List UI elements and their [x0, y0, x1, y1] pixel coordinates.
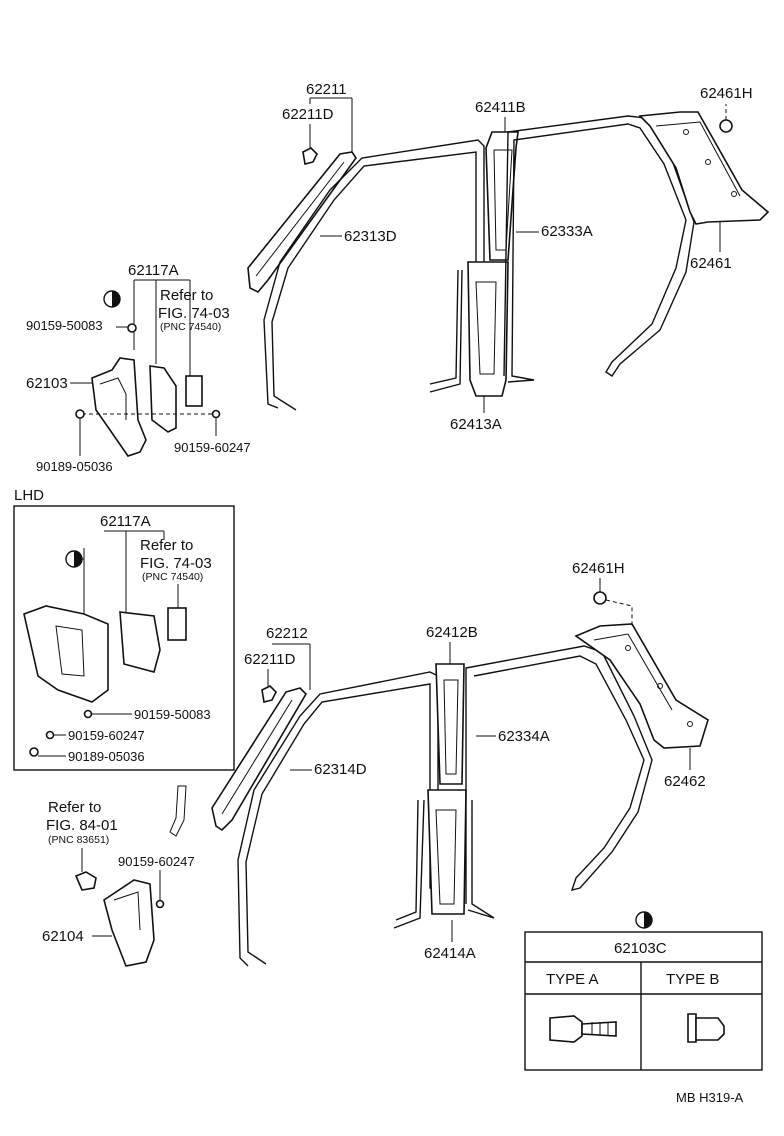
cowl-trim-lhd — [23, 605, 109, 703]
callout-62211D-top: 62211D — [282, 106, 334, 150]
svg-text:FIG. 84-01: FIG. 84-01 — [46, 817, 118, 834]
pad-74540 — [185, 375, 203, 407]
cowl-trim-62103 — [91, 357, 147, 457]
callout-62211: 62211 — [306, 81, 353, 152]
screw-90159-60247-lhd — [45, 730, 55, 740]
part-label-62212: 62212 — [266, 625, 308, 642]
clip-type-b — [687, 1013, 725, 1043]
type-table-title: 62103C — [614, 940, 667, 957]
clip-83651 — [74, 871, 97, 891]
lhd-box — [13, 505, 235, 771]
clip-90189-05036-top — [75, 409, 85, 419]
arrow-shape — [169, 785, 187, 837]
clip-62211D — [302, 147, 318, 165]
a-pillar-garnish-62211 — [247, 151, 357, 293]
pad-74540-lhd — [167, 607, 187, 641]
part-label-62103: 62103 — [26, 375, 68, 392]
part-label-62211: 62211 — [306, 81, 347, 98]
refer-to-fig-84-01: Refer to FIG. 84-01 (PNC 83651) — [46, 799, 118, 846]
svg-text:FIG. 74-03: FIG. 74-03 — [140, 555, 212, 572]
half-circle-symbol-62103C — [635, 911, 653, 929]
part-label-62414A: 62414A — [424, 945, 476, 962]
screw-90159-50083 — [127, 323, 137, 333]
svg-text:(PNC 83651): (PNC 83651) — [48, 834, 109, 846]
refer-to-fig-74-03-top: Refer to FIG. 74-03 (PNC 74540) — [158, 287, 230, 333]
rear-weatherstrip-62334A — [465, 645, 653, 904]
part-label-62211D: 62211D — [282, 106, 334, 123]
part-label-62117A: 62117A — [128, 262, 179, 279]
screw-90159-60247-top — [211, 409, 221, 419]
front-weatherstrip-62313D — [263, 139, 485, 411]
part-label-62413A: 62413A — [450, 416, 502, 433]
inner-panel-lhd — [119, 611, 161, 673]
part-label-90159-50083-lhd: 90159-50083 — [134, 707, 211, 722]
svg-text:Refer to: Refer to — [140, 537, 193, 554]
part-label-62462: 62462 — [664, 773, 706, 790]
part-label-62314D: 62314D — [314, 761, 367, 778]
part-label-90159-60247-lhd: 90159-60247 — [68, 728, 145, 743]
part-label-90159-60247: 90159-60247 — [174, 440, 251, 455]
part-label-62117A-lhd: 62117A — [100, 513, 151, 530]
part-label-62461H: 62461H — [700, 85, 753, 102]
type-table — [524, 931, 763, 1071]
svg-text:FIG. 74-03: FIG. 74-03 — [158, 305, 230, 322]
b-pillar-lower-62413A — [467, 261, 509, 397]
part-label-62313D: 62313D — [344, 228, 397, 245]
part-label-90189-05036-lhd: 90189-05036 — [68, 749, 145, 764]
clip-type-a — [549, 1015, 617, 1043]
clip-62461H-bot — [593, 591, 607, 605]
clip-62461H-top — [719, 119, 733, 133]
part-label-62333A: 62333A — [541, 223, 593, 240]
part-label-62461: 62461 — [690, 255, 732, 272]
svg-text:(PNC 74540): (PNC 74540) — [160, 321, 221, 333]
rear-weatherstrip-62333A — [503, 115, 695, 383]
part-label-90159-50083: 90159-50083 — [26, 318, 103, 333]
part-label-62461H-bot: 62461H — [572, 560, 625, 577]
b-pillar-upper-62412B — [435, 663, 465, 785]
clip-62211D-bot — [261, 685, 277, 703]
part-label-62412B: 62412B — [426, 624, 478, 641]
cowl-trim-62104 — [103, 879, 155, 967]
part-label-90189-05036: 90189-05036 — [36, 459, 113, 474]
diagram-code: MB H319-A — [676, 1090, 744, 1105]
refer-to-fig-74-03-lhd: Refer to FIG. 74-03 (PNC 74540) — [140, 537, 212, 583]
part-label-90159-60247-bot: 90159-60247 — [118, 854, 195, 869]
type-b-header: TYPE B — [666, 971, 719, 988]
part-label-62211D-bot: 62211D — [244, 651, 296, 668]
screw-90159-60247-bot — [155, 899, 165, 909]
a-pillar-garnish-62212 — [211, 687, 308, 832]
b-pillar-lower-62414A — [427, 789, 467, 915]
svg-text:(PNC 74540): (PNC 74540) — [142, 571, 203, 583]
screw-90159-50083-lhd — [83, 709, 93, 719]
part-label-62411B: 62411B — [475, 99, 526, 116]
svg-text:Refer to: Refer to — [48, 799, 101, 816]
part-label-62334A: 62334A — [498, 728, 550, 745]
lhd-label: LHD — [14, 487, 44, 504]
inner-panel — [149, 365, 177, 433]
clip-90189-05036-lhd — [29, 747, 39, 757]
part-label-62104: 62104 — [42, 928, 84, 945]
type-a-header: TYPE A — [546, 971, 599, 988]
svg-text:Refer to: Refer to — [160, 287, 213, 304]
quarter-trim-62462 — [574, 623, 709, 749]
half-circle-symbol-top — [103, 290, 121, 308]
half-circle-symbol-lhd — [65, 550, 83, 568]
